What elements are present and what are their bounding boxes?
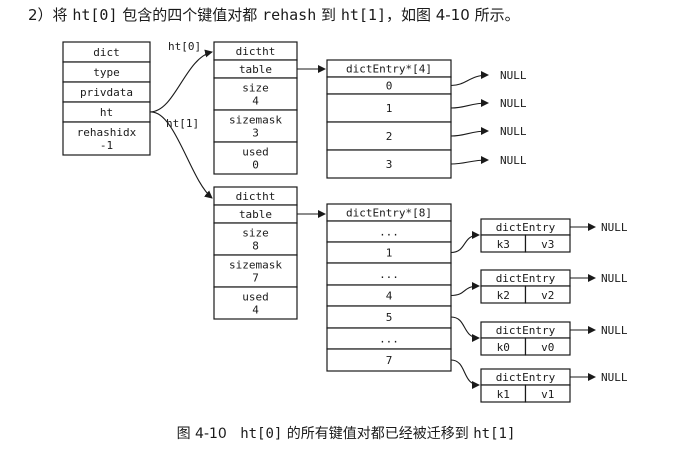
table0-slot-3-null: NULL	[500, 154, 527, 167]
dictht1-label-table: table	[239, 208, 272, 221]
dictht1-label-used-line-0: used	[242, 291, 269, 304]
dict-label-rehashidx-line-1: -1	[100, 139, 113, 152]
dictht0-cell-used	[213, 141, 298, 175]
entry-k0-slot-arrow	[450, 316, 480, 342]
dict-cell-rehashidx	[62, 121, 151, 156]
ht1-edge-label: ht[1]	[166, 117, 199, 130]
caption-code-ht0: ht[0]	[240, 426, 283, 442]
heading-suffix: ，如图 4-10 所示。	[385, 6, 520, 24]
table0-label-1: 1	[386, 102, 393, 115]
caption-code-ht1: ht[1]	[473, 426, 516, 442]
entry-k2-value-cell	[524, 285, 571, 304]
table1-label-blank: ...	[379, 226, 399, 239]
dictht1-label-sizemask-line-1: 7	[252, 272, 259, 285]
dict-label-ht: ht	[100, 106, 113, 119]
dictht0-label-dictht: dictht	[236, 45, 276, 58]
dictht0-label-sizemask-line-0: sizemask	[229, 114, 282, 127]
table0-cell-2	[326, 121, 452, 151]
entry-k1-value: v1	[541, 388, 554, 401]
dictht0-label-size-line-1: 4	[252, 95, 259, 108]
table1-label-5: 5	[386, 311, 393, 324]
entry-k0-value: v0	[541, 341, 554, 354]
dictht0-label-size-line-0: size	[242, 82, 269, 95]
table0-label-2: 2	[386, 130, 393, 143]
dictht0-label-used-line-0: used	[242, 146, 269, 159]
entry-k2-value: v2	[541, 289, 554, 302]
entry-k0-value-cell	[524, 337, 571, 356]
dictht1-label-size-line-0: size	[242, 227, 269, 240]
table0-label-0: 0	[386, 80, 393, 93]
entry-k2-slot-arrow	[450, 282, 480, 297]
table0-slot-0-null: NULL	[500, 69, 527, 82]
entry-k2-key: k2	[497, 289, 510, 302]
entry-k1-slot-arrow	[450, 359, 480, 389]
dict-label-rehashidx-line-0: rehashidx	[77, 126, 137, 139]
caption-label: 图 4-10	[176, 426, 227, 442]
entry-k3-slot-arrow	[450, 231, 480, 254]
entry-k0-next-null: NULL	[601, 324, 628, 337]
figure-caption: 图 4-10 ht[0] 的所有键值对都已经被迁移到 ht[1]	[0, 423, 692, 443]
heading-to: 到	[321, 6, 337, 24]
table0-slot-2-null-arrow	[450, 127, 489, 137]
entry-k3-key: k3	[497, 238, 510, 251]
entry-k0-key: k0	[497, 341, 510, 354]
dictht1-label-dictht: dictht	[236, 190, 276, 203]
ht0-edge-label: ht[0]	[168, 40, 201, 53]
heading-middle: 包含的四个键值对都	[122, 6, 258, 24]
table0-slot-0-null-arrow	[450, 71, 489, 87]
table0-slot-2-null: NULL	[500, 125, 527, 138]
dictht0-label-used-line-1: 0	[252, 159, 259, 172]
heading-code-ht0: ht[0]	[72, 6, 118, 24]
dictht1-cell-sizemask	[213, 254, 298, 288]
table0-label-dictentry-4: dictEntry*[4]	[346, 63, 432, 76]
table0-cell-1	[326, 93, 452, 123]
entry-k0-title: dictEntry	[496, 324, 556, 337]
entry-k1-value-cell	[524, 384, 571, 403]
entry-k3-value: v3	[541, 238, 554, 251]
dictht0-label-table: table	[239, 63, 272, 76]
entry-k1-title: dictEntry	[496, 371, 556, 384]
table0-slot-1-null: NULL	[500, 97, 527, 110]
table0-label-3: 3	[386, 158, 393, 171]
entry-k3-value-cell	[524, 234, 571, 253]
table1-label-7: 7	[386, 354, 393, 367]
heading-code-ht1: ht[1]	[340, 6, 386, 24]
entry-k3-title: dictEntry	[496, 221, 556, 234]
table1-label-4: 4	[386, 290, 393, 303]
dict-label-dict: dict	[93, 46, 120, 59]
heading-prefix: 2）将	[28, 6, 68, 24]
rehash-diagram: dict type privdata ht rehashidx-1 dictht table…	[62, 40, 628, 403]
entry-k1-key: k1	[497, 388, 510, 401]
caption-middle: 的所有键值对都已经被迁移到	[286, 426, 469, 442]
dictht1-cell-used	[213, 286, 298, 320]
table1-label-blank: ...	[379, 268, 399, 281]
entry-k2-title: dictEntry	[496, 272, 556, 285]
dictht0-label-sizemask-line-1: 3	[252, 127, 259, 140]
dictht1-label-size-line-1: 8	[252, 240, 259, 253]
table1-label-blank: ...	[379, 333, 399, 346]
dictht1-cell-size	[213, 222, 298, 256]
entry-k3-next-null: NULL	[601, 221, 628, 234]
entry-k1-next-null: NULL	[601, 371, 628, 384]
dictht1-label-used-line-1: 4	[252, 304, 259, 317]
dictht0-cell-size	[213, 77, 298, 111]
table1-label-dictentry-8: dictEntry*[8]	[346, 207, 432, 220]
entry-k2-next-null: NULL	[601, 272, 628, 285]
dictht1-label-sizemask-line-0: sizemask	[229, 259, 282, 272]
heading: 2）将 ht[0] 包含的四个键值对都 rehash 到 ht[1]，如图 4-…	[28, 4, 520, 25]
dict-label-type: type	[93, 66, 120, 79]
ht1-edge	[149, 111, 213, 199]
dictht0-cell-sizemask	[213, 109, 298, 143]
ht0-edge	[149, 49, 213, 113]
table1-label-1: 1	[386, 247, 393, 260]
table0-slot-3-null-arrow	[450, 156, 489, 165]
table0-slot-1-null-arrow	[450, 99, 489, 109]
table0-cell-3	[326, 149, 452, 179]
dict-label-privdata: privdata	[80, 86, 133, 99]
heading-code-rehash: rehash	[262, 6, 317, 24]
